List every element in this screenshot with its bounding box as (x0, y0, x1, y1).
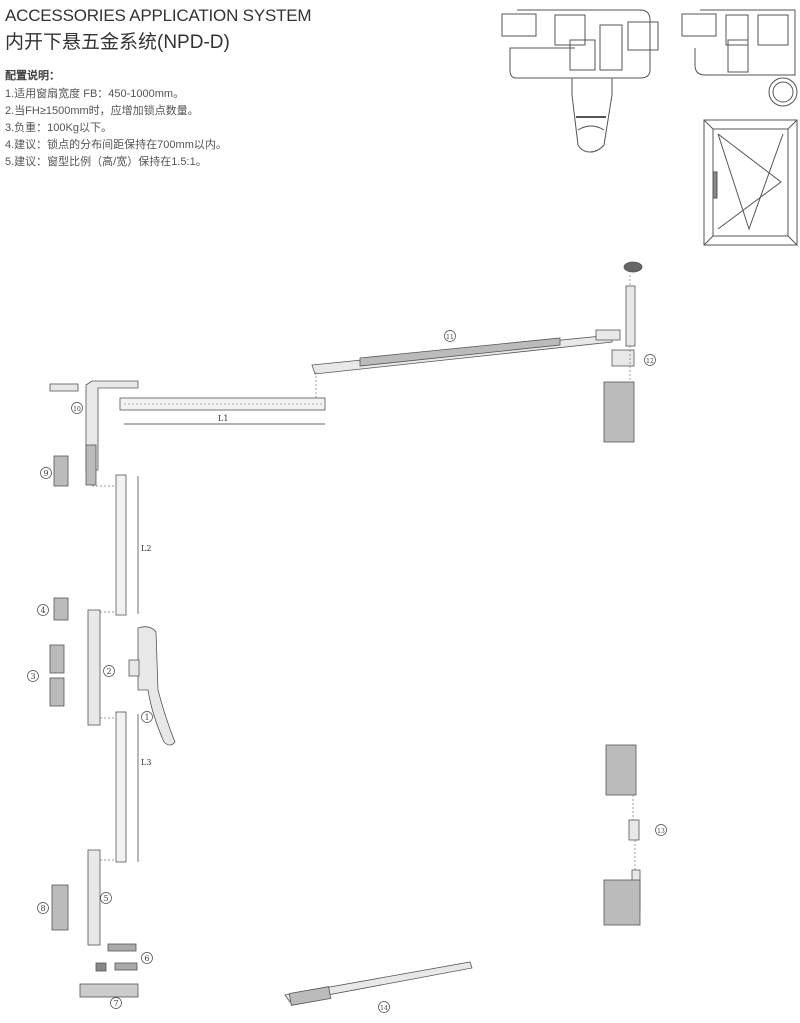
callout-9: 9 (43, 469, 48, 478)
callout-11: 11 (446, 334, 454, 341)
callout-3: 3 (30, 672, 35, 681)
callout-5: 5 (103, 894, 108, 903)
dimension-label-l3: L3 (141, 758, 151, 767)
callout-10: 10 (73, 406, 81, 413)
callout-1: 1 (144, 713, 149, 722)
keeper-part-8 (51, 884, 69, 931)
keeper-part-3a (49, 644, 65, 674)
rod-l2 (115, 474, 127, 616)
title-english: ACCESSORIES APPLICATION SYSTEM (5, 6, 312, 25)
window-elevation (703, 119, 798, 246)
handle-base (128, 659, 140, 677)
part-7 (79, 983, 139, 998)
callout-13: 13 (657, 828, 665, 835)
top-pivot (603, 261, 643, 443)
callout-8: 8 (40, 904, 45, 913)
corner-drive-top (49, 380, 139, 486)
gearbox-part-2 (87, 609, 101, 726)
configuration-notes: 配置说明： 1.适用窗扇宽度 FB：450-1000mm。 2.当FH≥1500… (5, 68, 227, 171)
keeper-part-3b (49, 677, 65, 707)
title-chinese: 内开下悬五金系统(NPD-D) (5, 32, 230, 53)
stay-arm (311, 329, 621, 375)
profile-section-with-handle (501, 9, 659, 153)
note-item: 3.负重：100Kg以下。 (5, 122, 112, 134)
notes-heading: 配置说明： (5, 70, 60, 82)
note-item: 1.适用窗扇宽度 FB：450-1000mm。 (5, 88, 185, 100)
keeper-part-4 (53, 597, 69, 621)
callout-4: 4 (40, 606, 45, 615)
corner-drive-part-5 (87, 849, 101, 946)
assembly-lines (92, 275, 636, 870)
callout-7: 7 (113, 999, 118, 1008)
keeper-part-9 (53, 455, 69, 487)
rod-l1 (119, 397, 326, 411)
profile-section-with-hinge (681, 9, 798, 107)
note-item: 5.建议：窗型比例（高/宽）保持在1.5:1。 (5, 156, 207, 168)
bottom-hinge (603, 744, 641, 926)
dimension-label-l1: L1 (218, 414, 228, 423)
rod-l3 (115, 711, 127, 863)
callout-6: 6 (144, 954, 149, 963)
dimension-lines (124, 423, 325, 862)
note-item: 2.当FH≥1500mm时，应增加锁点数量。 (5, 105, 199, 117)
scissor-arm (284, 961, 473, 1006)
part-6b (95, 962, 107, 972)
callout-14: 14 (380, 1005, 388, 1012)
callout-2: 2 (106, 667, 111, 676)
handle-part-1 (137, 626, 176, 746)
callout-12: 12 (646, 358, 654, 365)
part-6c (114, 962, 138, 971)
part-6a (107, 943, 137, 952)
dimension-label-l2: L2 (141, 544, 151, 553)
note-item: 4.建议：锁点的分布间距保持在700mm以内。 (5, 139, 227, 151)
